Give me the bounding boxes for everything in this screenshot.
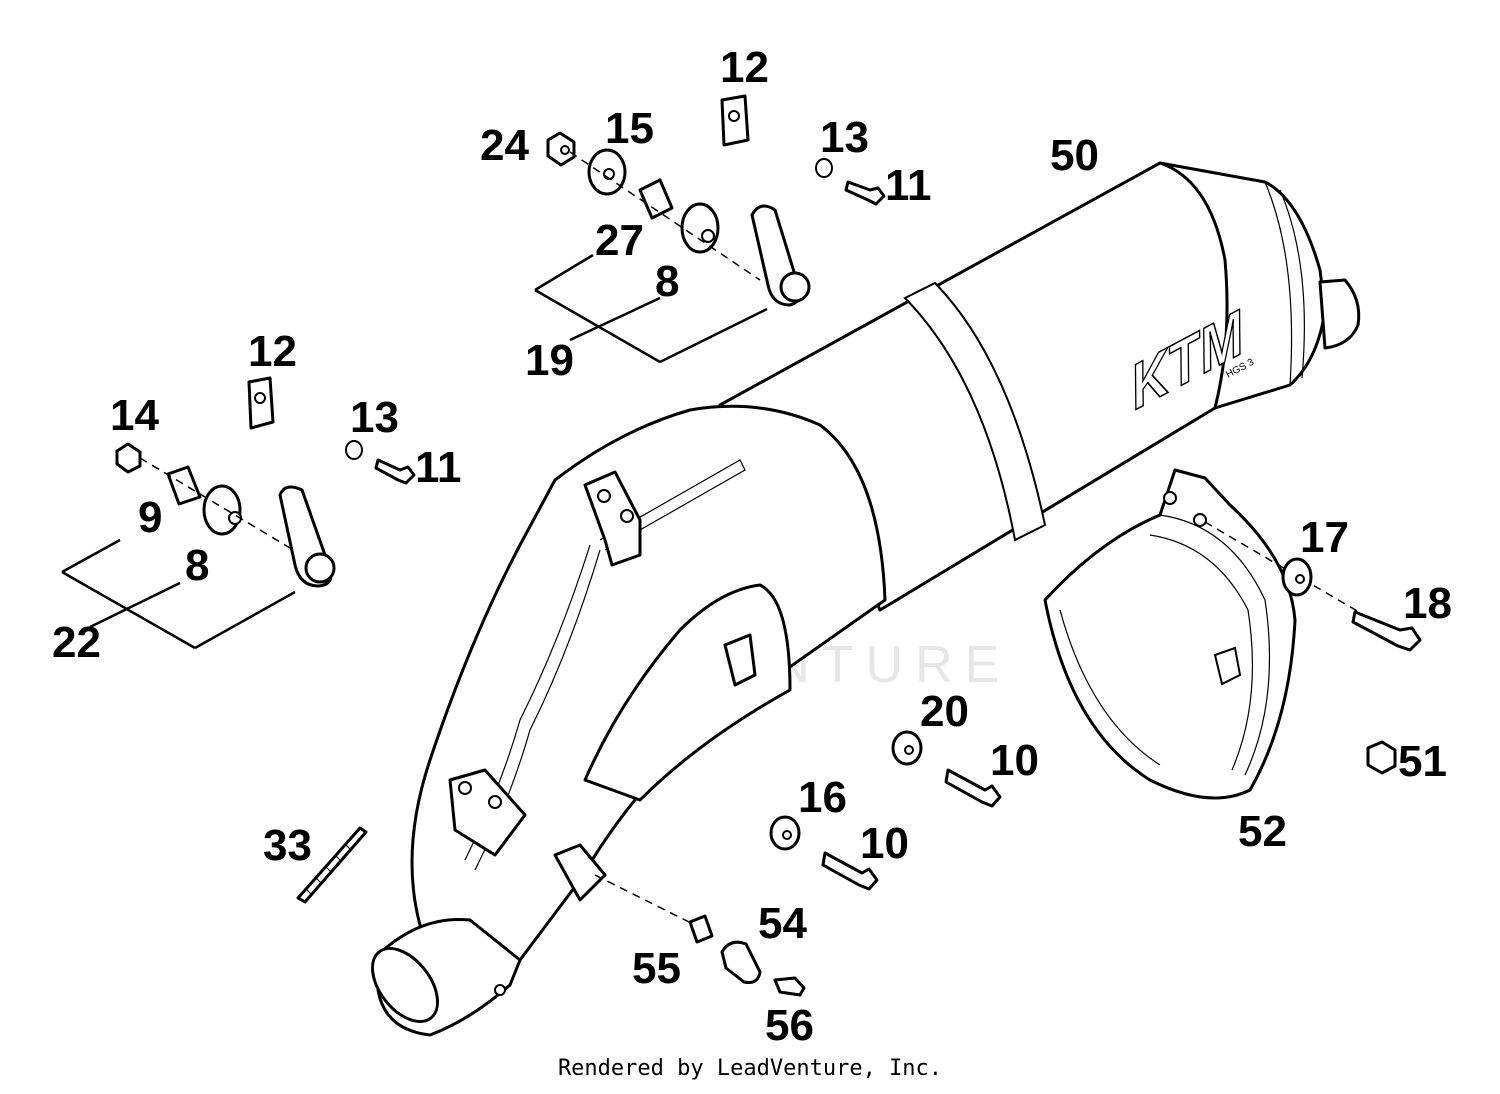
- part-9-sleeve: [166, 465, 202, 506]
- lower-hardware: [296, 730, 1002, 997]
- part-11-bolt-upper: [844, 180, 886, 206]
- callout-56: 56: [765, 1001, 814, 1050]
- callout-14: 14: [110, 391, 159, 440]
- callout-13-upper: 13: [820, 113, 869, 162]
- callout-55: 55: [632, 944, 681, 993]
- part-54-spacer: [720, 940, 762, 984]
- callout-17: 17: [1300, 513, 1349, 562]
- part-33-spring: [296, 826, 368, 904]
- callout-24: 24: [480, 121, 529, 170]
- callout-27: 27: [595, 216, 644, 265]
- muffler-band: [903, 281, 1047, 542]
- muffler-outlet-tip: [1318, 278, 1361, 350]
- callout-22: 22: [52, 618, 101, 667]
- part-56-screw: [773, 976, 806, 997]
- part-18-bolt: [1351, 610, 1422, 652]
- part-10-bolt-upper: [944, 768, 1002, 808]
- part-13-washer-lower: [345, 440, 363, 460]
- callout-12-upper: 12: [720, 43, 769, 92]
- lower-mount-group: [61, 376, 416, 650]
- callout-8-upper: 8: [655, 257, 679, 306]
- part-10-bolt-lower: [821, 851, 879, 891]
- callout-18: 18: [1403, 579, 1452, 628]
- callout-11-lower: 11: [415, 443, 462, 492]
- callout-12-lower: 12: [248, 327, 297, 376]
- body-bracket-mid: [723, 633, 757, 687]
- part-8-grommet-lower: [202, 484, 242, 536]
- callout-8-lower: 8: [185, 541, 209, 590]
- part-55-clip: [688, 914, 714, 944]
- credit-line: Rendered by LeadVenture, Inc.: [557, 1056, 943, 1081]
- upper-mount-group: [534, 94, 886, 364]
- callout-54: 54: [758, 899, 807, 948]
- part-27-sleeve: [638, 178, 674, 220]
- callout-19: 19: [525, 336, 574, 385]
- part-14-nut: [115, 442, 142, 474]
- callout-15: 15: [605, 104, 654, 153]
- callout-10-upper: 10: [990, 736, 1039, 785]
- callout-11-upper: 11: [885, 161, 932, 210]
- clamp-group: [1043, 468, 1422, 800]
- callout-51: 51: [1398, 737, 1447, 786]
- part-11-bolt-lower: [374, 458, 416, 485]
- callout-13-lower: 13: [350, 393, 399, 442]
- part-51-cap: [1366, 740, 1397, 775]
- part-8-grommet-upper: [680, 202, 720, 254]
- callout-33: 33: [263, 821, 312, 870]
- callout-20: 20: [920, 687, 969, 736]
- clamp-tab: [1213, 646, 1242, 686]
- callout-10-lower: 10: [860, 819, 909, 868]
- callout-labels: 12 24 15 13 11 50 27 8 19 12 14 13 11 9 …: [52, 43, 1452, 1050]
- callout-9: 9: [138, 493, 162, 542]
- part-52-clamp: [1043, 468, 1297, 800]
- callout-16: 16: [798, 773, 847, 822]
- body-bracket-lower-right: [553, 843, 607, 902]
- callout-52: 52: [1238, 807, 1287, 856]
- muffler-assembly: KTM HGS 3: [370, 161, 1361, 1037]
- part-13-washer-upper: [815, 158, 833, 178]
- callout-50: 50: [1050, 131, 1099, 180]
